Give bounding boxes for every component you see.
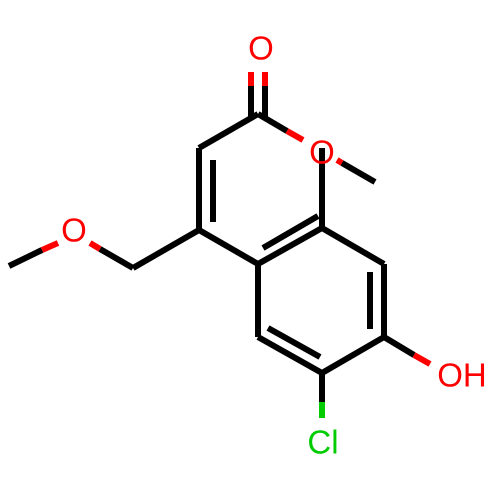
bond-c2-c3 <box>197 111 260 151</box>
bond-o1-c8a-o <box>335 157 344 166</box>
bond-c4-ch2 <box>131 227 201 271</box>
bond-c2-o1 <box>256 111 289 134</box>
atom-ether-oxygen: O <box>61 212 87 249</box>
bond-c4a-c8a-outer <box>261 213 320 251</box>
bond-c4a-c8a <box>256 225 324 267</box>
atom-chlorine: Cl <box>307 424 338 461</box>
bond-o1-c8a <box>340 160 377 185</box>
atom-hydroxyl: OH <box>437 357 487 394</box>
bond-ch2-o-o <box>88 240 102 252</box>
bond-c7-c6 <box>320 334 386 376</box>
atom-carbonyl-oxygen: O <box>248 30 274 67</box>
bond-o-ch3-o <box>40 240 60 253</box>
bond-c4-c4a <box>197 227 260 267</box>
bond-ch2-o <box>98 246 135 271</box>
bond-c2-o1-o <box>285 128 305 143</box>
bond-c7-oh-o <box>412 352 432 367</box>
atom-ring-oxygen: O <box>309 134 335 171</box>
bond-c6-c5-inner <box>266 325 322 360</box>
bond-c6-c5 <box>256 334 324 376</box>
bond-c8a-c8 <box>320 225 386 267</box>
bond-o-ch3 <box>7 247 44 269</box>
bond-c7-oh <box>382 334 416 358</box>
